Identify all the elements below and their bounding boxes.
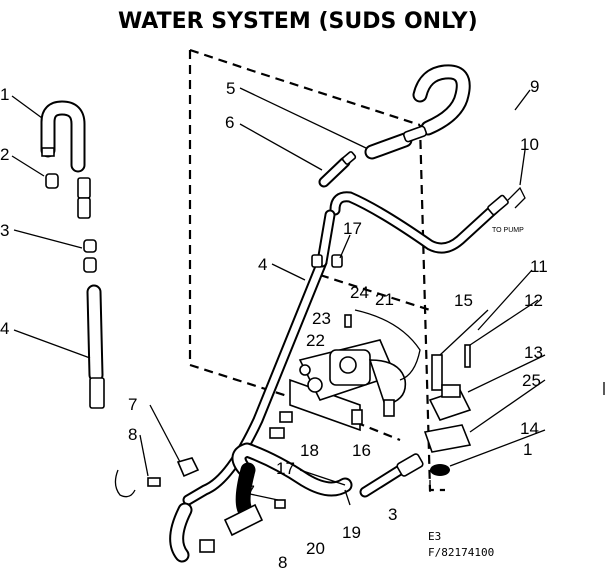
screw-16: [351, 409, 363, 425]
callout-10: 10: [520, 135, 539, 154]
callout-19: 19: [342, 523, 361, 542]
callout-17b: 17: [276, 459, 295, 478]
callout-24: 24: [350, 283, 369, 302]
post-15: [431, 354, 443, 391]
callout-15: 15: [454, 291, 473, 310]
lower-left-fittings: [114, 457, 286, 553]
pump-clamp: [487, 194, 509, 216]
callout-12: 12: [524, 291, 543, 310]
callout-5: 5: [226, 79, 235, 98]
callout-8: 8: [128, 425, 137, 444]
callout-3b: 3: [388, 505, 397, 524]
callout-3: 3: [0, 221, 9, 240]
clamp-18: [269, 427, 285, 439]
callout-8b: 8: [278, 553, 287, 572]
callout-labels: 1 2 3 4 5 6 9 10 4 17 11 24 21 15 12 23 …: [0, 77, 548, 572]
clamp-3-top: [83, 239, 97, 253]
callout-4b: 4: [258, 255, 267, 274]
washer-8b: [199, 539, 215, 553]
callout-18: 18: [300, 441, 319, 460]
top-clamp-17: [311, 254, 343, 268]
hose-end-lower: [89, 377, 105, 409]
connector-6: [318, 151, 357, 188]
clamp-2: [45, 173, 59, 189]
callout-14: 14: [520, 419, 539, 438]
callout-21: 21: [375, 290, 394, 309]
nut-7: [176, 457, 200, 478]
pump-hose: TO PUMP: [329, 186, 526, 254]
connector-upper: [77, 177, 91, 199]
drawing-code-e3: E3: [428, 530, 441, 543]
clamp-17c: [274, 499, 286, 509]
callout-25: 25: [522, 371, 541, 390]
screw-24: [344, 314, 352, 328]
diagram-title: WATER SYSTEM (SUDS ONLY): [118, 9, 478, 34]
callout-1b: 1: [523, 440, 532, 459]
fill-hose: [182, 209, 336, 506]
pump-label: TO PUMP: [492, 227, 524, 234]
bracket-25: [423, 424, 472, 453]
screw-block: [383, 399, 395, 417]
lower-hose: [169, 442, 353, 563]
upper-hose: [364, 64, 471, 160]
leader-lines: [11, 87, 546, 506]
hose-end-upper: [41, 147, 55, 157]
clamp-3-bottom: [83, 257, 97, 273]
callout-9: 9: [530, 77, 539, 96]
callout-17c: 17: [236, 482, 255, 501]
callout-1: 1: [0, 85, 9, 104]
clamp-18b: [279, 411, 293, 423]
hose-coupler-5: [402, 125, 428, 143]
valve-assembly: [269, 309, 421, 439]
valve-20: [223, 503, 264, 537]
callout-4: 4: [0, 319, 9, 338]
pin-12: [464, 344, 471, 368]
plug-14: [430, 464, 450, 476]
callout-22: 22: [306, 331, 325, 350]
callout-13: 13: [524, 343, 543, 362]
callout-7: 7: [128, 395, 137, 414]
callout-2: 2: [0, 145, 9, 164]
left-hose-assembly: [40, 100, 105, 409]
callout-6: 6: [225, 113, 234, 132]
connector-mid: [77, 197, 91, 219]
solenoid: [307, 377, 323, 393]
callout-20: 20: [306, 539, 325, 558]
fitting-3: [359, 453, 424, 498]
callout-17a: 17: [343, 219, 362, 238]
drawing-code-number: F/82174100: [428, 546, 494, 559]
mounting-bracket: [289, 378, 361, 432]
callout-23: 23: [312, 309, 331, 328]
washer-8: [147, 477, 161, 487]
callout-16: 16: [352, 441, 371, 460]
right-parts: [423, 344, 472, 492]
callout-11: 11: [530, 257, 548, 276]
